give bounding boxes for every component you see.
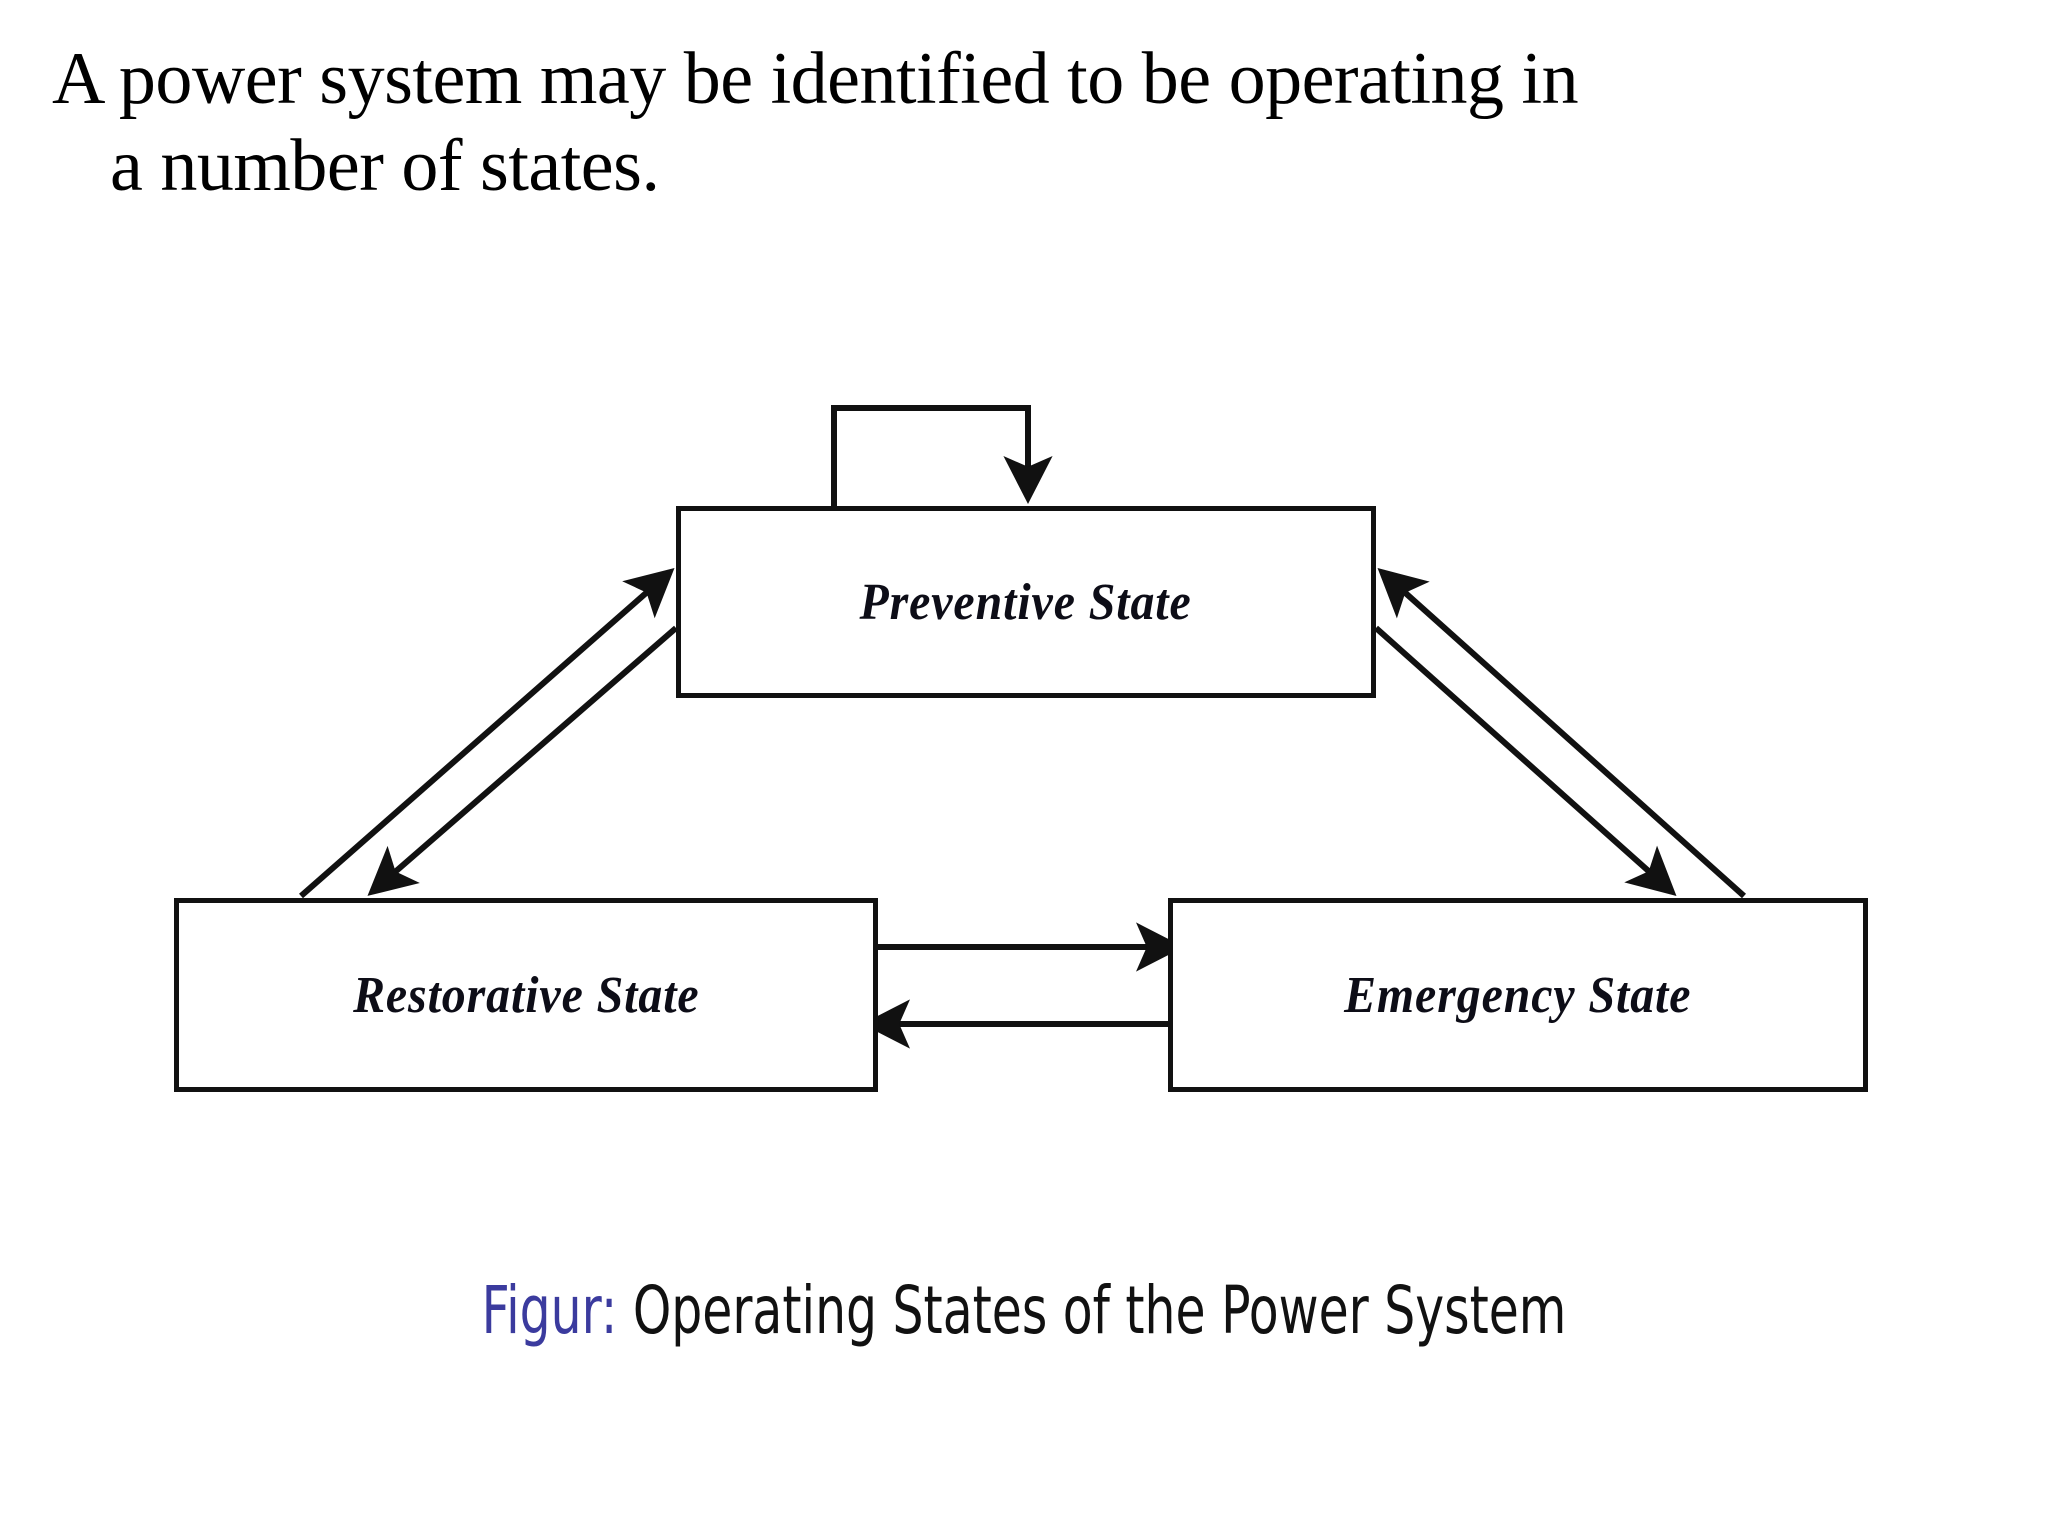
node-restorative-state[interactable]: Restorative State [174,898,878,1092]
node-emergency-state-label: Emergency State [1344,966,1692,1024]
heading-line-2: a number of states. [110,125,660,208]
edge-preventive-to-emergency [1374,625,1677,896]
slide-heading: A power system may be identified to be o… [52,36,2012,211]
edge-preventive-self-loop [831,405,1053,506]
figure-caption-text: Operating States of the Power System [632,1272,1567,1349]
edge-preventive-to-restorative [367,625,678,896]
edge-restorative-to-preventive [299,568,675,899]
node-restorative-state-label: Restorative State [352,966,700,1024]
node-emergency-state[interactable]: Emergency State [1168,898,1868,1092]
figure-caption-prefix: Figur: [481,1272,618,1349]
node-preventive-state-label: Preventive State [859,573,1193,631]
edge-emergency-to-preventive [1377,567,1747,899]
node-preventive-state[interactable]: Preventive State [676,506,1376,698]
figure-caption: Figur: Operating States of the Power Sys… [0,1272,2048,1349]
heading-line-1: A power system may be identified to be o… [52,38,1579,120]
